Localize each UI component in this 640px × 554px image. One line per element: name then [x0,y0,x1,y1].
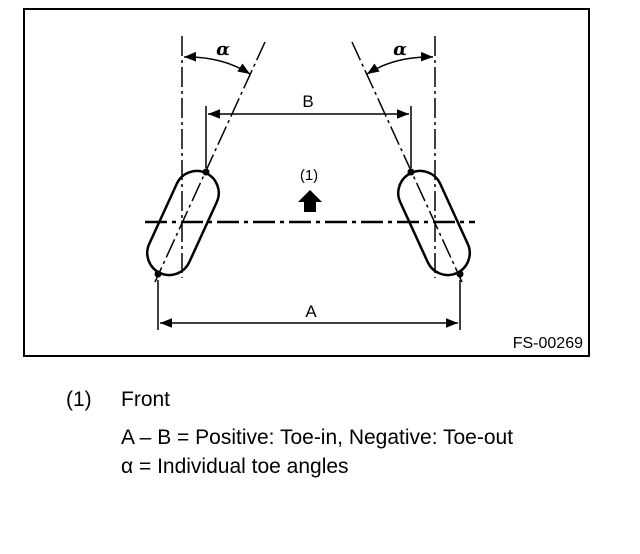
left-front-measure-point [202,168,210,176]
left-rear-measure-point [154,270,162,278]
legend-item-number: (1) [66,388,92,411]
figure-code: FS-00269 [513,335,583,352]
right-rear-measure-point [456,270,464,278]
toe-angle-diagram: B A α α (1) FS-00269 [23,8,590,357]
b-label: B [302,92,313,111]
a-label: A [305,302,317,321]
left-wheel-heading-line [154,41,266,283]
diagram-frame [23,8,590,357]
left-alpha-arc [183,51,251,75]
legend-alpha-definition: α = Individual toe angles [121,455,349,478]
legend-item-front: Front [121,388,171,411]
right-alpha-arc [366,51,434,75]
front-arrow-icon [298,190,322,212]
right-alpha-label: α [393,39,407,60]
right-wheel-heading-line [351,41,463,283]
right-front-measure-point [407,168,415,176]
left-alpha-label: α [216,39,230,60]
legend-formula: A – B = Positive: Toe-in, Negative: Toe-… [121,426,514,449]
front-marker-label: (1) [300,167,318,184]
